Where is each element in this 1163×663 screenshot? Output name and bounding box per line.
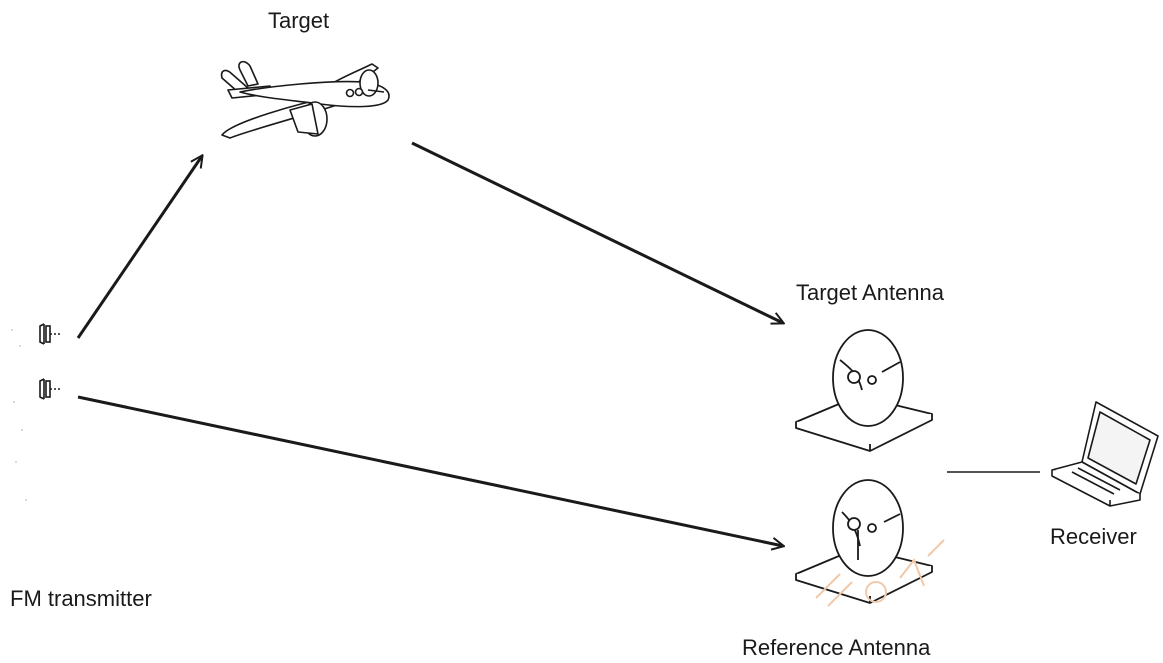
label-fm-transmitter: FM transmitter (10, 586, 152, 611)
airplane-icon (220, 60, 390, 139)
label-receiver: Receiver (1050, 524, 1137, 549)
background-speckle (11, 329, 27, 501)
watermark-mark (815, 539, 945, 607)
laptop-icon (1051, 401, 1159, 507)
reference-antenna-dish-icon (795, 479, 933, 604)
label-reference-antenna: Reference Antenna (742, 635, 931, 660)
arrow-transmitter-to-target (76, 156, 202, 339)
label-target: Target (268, 8, 330, 33)
target-antenna-dish-icon (795, 329, 933, 452)
label-target-antenna: Target Antenna (796, 280, 945, 305)
transmitter-icon (39, 323, 62, 400)
arrow-transmitter-to-reference-antenna (77, 395, 783, 546)
arrow-target-to-target-antenna (411, 141, 783, 323)
